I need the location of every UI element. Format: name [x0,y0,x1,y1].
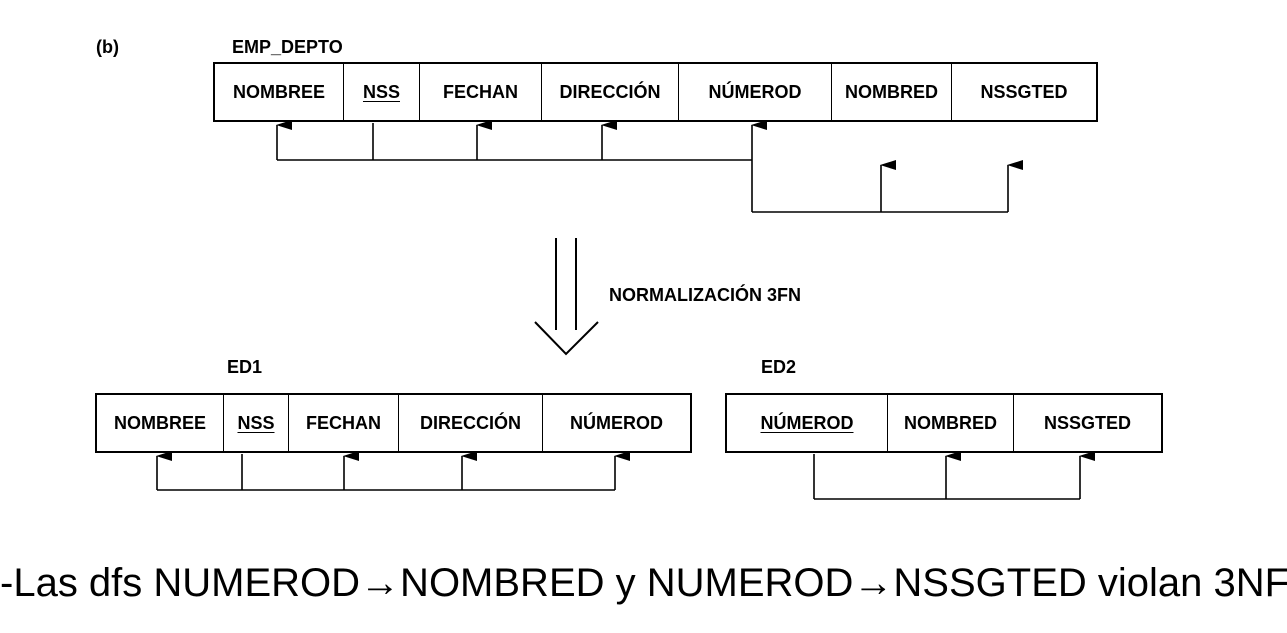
emp-depto-attr-nssgted: NSSGTED [980,81,1068,102]
emp-depto-fd-from-nss [276,120,767,161]
ed1-attr-nombree: NOMBREE [97,395,224,451]
ed2-title: ED2 [761,357,797,377]
emp-depto-table: NOMBREE NSS FECHAN DIRECCIÓN NÚMEROD NOM… [213,62,1098,122]
ed2-fd-from-numerod [813,451,1095,500]
ed1-title: ED1 [227,357,263,377]
normalization-arrow [534,238,599,356]
ed2-attr-numerod-key: NÚMEROD [727,395,888,451]
emp-depto-title: EMP_DEPTO [232,37,343,57]
ed1-attr-direccion: DIRECCIÓN [399,395,543,451]
normalization-label: NORMALIZACIÓN 3FN [609,285,801,305]
ed1-attr-numerod: NÚMEROD [570,412,663,433]
caption: -Las dfs NUMEROD→NOMBRED y NUMEROD→NSSGT… [0,561,1287,605]
ed2-table: NÚMEROD NOMBRED NSSGTED [725,393,1163,453]
ed1-attr-fechan: FECHAN [289,395,399,451]
ed2-attr-nombred: NOMBRED [888,395,1014,451]
emp-depto-attr-numerod: NÚMEROD [679,64,832,120]
emp-depto-attr-fechan: FECHAN [420,64,542,120]
emp-depto-attr-direccion: DIRECCIÓN [542,64,679,120]
emp-depto-attr-nombree: NOMBREE [215,64,344,120]
emp-depto-fd-from-numerod [751,160,1023,213]
ed2-attr-nssgted: NSSGTED [1043,412,1131,433]
ed1-table: NOMBREE NSS FECHAN DIRECCIÓN NÚMEROD [95,393,692,453]
emp-depto-attr-nss-key: NSS [344,64,420,120]
ed1-attr-nss-key: NSS [224,395,289,451]
emp-depto-attr-nombred: NOMBRED [832,64,952,120]
ed1-fd-from-nss [156,451,630,491]
part-label: (b) [96,37,119,57]
